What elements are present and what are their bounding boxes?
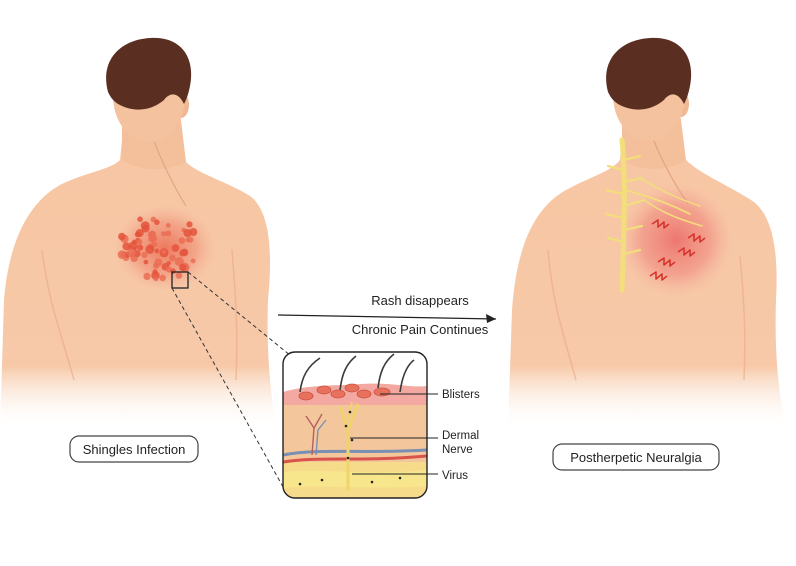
rash-dot: [166, 261, 171, 266]
left-caption-text: Shingles Infection: [83, 442, 186, 457]
rash-dot: [117, 250, 127, 259]
rash-dot: [154, 219, 160, 226]
zoom-marker: [171, 271, 189, 289]
rash-dot: [171, 244, 180, 252]
rash-dot: [136, 238, 143, 245]
pain-mark: [687, 233, 706, 243]
rash-dot: [143, 259, 149, 265]
rash-dot: [175, 272, 183, 279]
blisters-label: Blisters: [442, 389, 480, 401]
right-figure: [508, 37, 786, 430]
rash-dot: [141, 224, 150, 233]
fat-band: [283, 470, 427, 488]
pain-mark: [651, 219, 670, 229]
rash-dot: [186, 221, 193, 228]
transition-bottom-text: Chronic Pain Continues: [352, 322, 489, 337]
pain-mark-icon: [649, 219, 706, 281]
rash-dot: [190, 258, 196, 264]
rash-dot: [159, 274, 166, 282]
rash-dot: [179, 249, 187, 256]
left-caption-pill: [69, 435, 199, 463]
rash-dot: [152, 269, 158, 275]
callout-lines: [350, 393, 438, 475]
transition-arrow: Rash disappears Chronic Pain Continues: [277, 293, 497, 337]
rash-dot: [136, 244, 144, 251]
rash-dot: [118, 232, 126, 241]
pain-area: [618, 182, 734, 298]
dermal-label: Dermal: [442, 430, 479, 442]
rash-dot: [165, 223, 171, 228]
blister: [356, 389, 372, 399]
vessel-red: [283, 454, 427, 464]
rash-area: [113, 204, 217, 292]
rash-dot: [129, 241, 138, 250]
rash-dots: [117, 216, 198, 282]
rash-dot: [179, 264, 187, 272]
inset-frame: [282, 351, 428, 499]
capillary-tree: [305, 413, 327, 456]
pain-mark: [657, 257, 676, 267]
left-caption: Shingles Infection: [69, 435, 199, 463]
rash-dot: [122, 242, 131, 251]
rash-dot: [126, 248, 136, 258]
right-caption-text: Postherpetic Neuralgia: [570, 450, 702, 465]
rash-dot: [169, 254, 176, 262]
rash-dot: [154, 248, 160, 254]
virus-particles: [298, 410, 402, 486]
spinal-nerve: [604, 137, 703, 293]
arrow-right-icon: [277, 314, 497, 320]
rash-dot: [165, 230, 172, 237]
rash-dot: [153, 262, 160, 269]
rash-dot: [145, 244, 155, 254]
left-figure: [0, 37, 276, 430]
rash-dot: [161, 231, 167, 237]
blister: [316, 385, 332, 395]
skin-inset: Blisters Dermal Nerve Virus: [282, 351, 480, 499]
rash-dot: [147, 231, 156, 239]
left-arm-crease: [41, 249, 75, 381]
left-hair: [106, 37, 192, 110]
rash-dot: [178, 237, 186, 244]
zoom-lines: [171, 271, 292, 495]
arrowhead: [486, 314, 496, 323]
right-arm-crease: [231, 249, 238, 381]
rash-dot: [153, 276, 159, 282]
rash-dot: [170, 268, 176, 275]
virus-label: Virus: [442, 470, 468, 482]
right-hair: [606, 37, 692, 110]
rash-dot: [134, 232, 140, 237]
nerve-label: Nerve: [442, 444, 473, 456]
blister: [298, 391, 314, 401]
right-caption: Postherpetic Neuralgia: [552, 443, 720, 471]
vessel-blue: [283, 448, 427, 457]
rash-dot: [187, 236, 194, 243]
rash-dot: [161, 249, 167, 255]
right-caption-pill: [552, 443, 720, 471]
skin-hairs: [299, 353, 415, 393]
rash-dot: [143, 272, 151, 280]
blister: [344, 383, 360, 393]
blister: [330, 389, 346, 399]
right-arm-crease-a: [547, 249, 577, 381]
rash-dot: [137, 216, 143, 222]
pain-mark: [677, 247, 696, 257]
pain-mark: [649, 271, 668, 281]
transition-top-text: Rash disappears: [371, 293, 469, 308]
blister: [373, 387, 391, 397]
right-arm-crease-b: [739, 255, 746, 381]
rash-dot: [183, 229, 192, 238]
rash-dot: [141, 251, 148, 259]
